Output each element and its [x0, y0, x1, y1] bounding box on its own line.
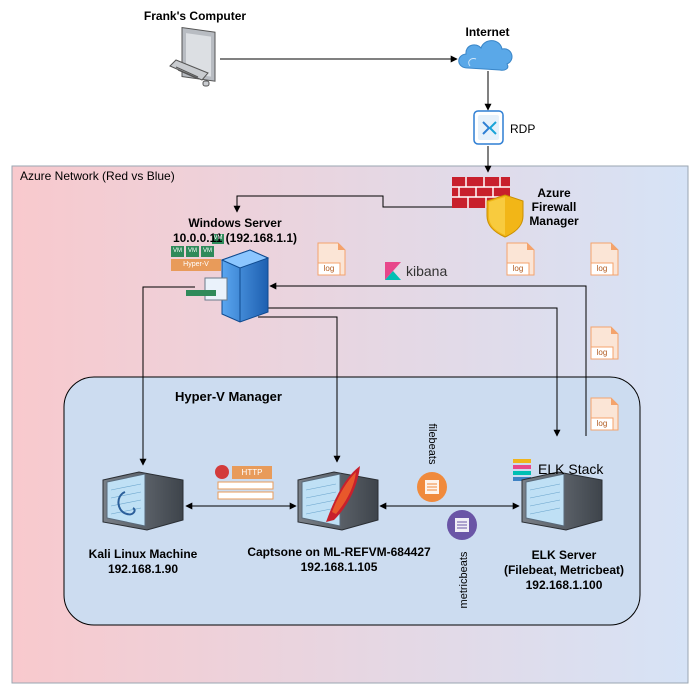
rdp-icon [473, 110, 504, 145]
elk-server-name: ELK Server [531, 548, 597, 562]
elk-server-ip: 192.168.1.100 [525, 578, 603, 592]
log-icon [590, 397, 619, 431]
vm-icon-kali [102, 471, 184, 531]
hyperv-vm-label: VM [188, 248, 197, 254]
vm-icon-elk [521, 471, 603, 531]
hyperv-manager-label: Hyper-V Manager [175, 389, 282, 404]
log-icon [506, 242, 535, 276]
hyperv-vm-label: VM [173, 248, 182, 254]
log-icon [317, 242, 346, 276]
edge-windows-server-to-capstone [258, 316, 341, 463]
rdp-label: RDP [510, 122, 536, 136]
elk-server-detail: (Filebeat, Metricbeat) [503, 563, 625, 577]
metricbeat-icon [447, 510, 477, 540]
internet-label: Internet [465, 25, 510, 39]
log-icon [590, 242, 619, 276]
elk-stack-label: ELK Stack [538, 461, 604, 477]
filebeat-icon [417, 472, 447, 502]
hyperv-vm-label: VM [203, 248, 212, 254]
edge-firewall-to-windows-server [233, 195, 452, 213]
shield-icon [486, 194, 524, 238]
metricbeats-label: metricbeats [458, 551, 470, 609]
windows-server-ip: 10.0.0.11 (192.168.1.1) [172, 231, 298, 245]
windows-server-name: Windows Server [188, 216, 282, 230]
kali-ip: 192.168.1.90 [107, 562, 179, 576]
cloud-icon [458, 40, 513, 71]
firewall-label-line1: Azure [537, 186, 571, 200]
filebeats-label: filebeats [426, 423, 438, 465]
http-icon [215, 465, 274, 500]
log-label: log [323, 264, 335, 273]
kibana-icon [385, 262, 401, 280]
apache-feather-icon [326, 466, 360, 522]
log-label: log [596, 419, 608, 428]
log-label: log [512, 264, 524, 273]
elk-stack-icon [513, 459, 531, 481]
log-label: log [596, 264, 608, 273]
edge-windows-server-to-kali [139, 286, 195, 466]
server-icon [186, 249, 270, 323]
log-label: log [596, 348, 608, 357]
http-label: HTTP [241, 468, 263, 477]
connectors [139, 55, 587, 510]
hyperv-vm-label: VM [213, 235, 223, 241]
firewall-label-line2: Firewall [531, 200, 577, 214]
edge-windows-server-to-elk [268, 307, 561, 437]
edge-elk-to-windows-server [269, 282, 587, 436]
computer-label: Frank's Computer [143, 9, 247, 23]
kibana-label: kibana [406, 263, 448, 279]
kali-name: Kali Linux Machine [88, 547, 198, 561]
firewall-label-line3: Manager [529, 214, 579, 228]
azure-network-label: Azure Network (Red vs Blue) [20, 169, 175, 183]
hyperv-badge [171, 234, 224, 271]
hyperv-badge-title: Hyper-V [183, 261, 209, 268]
computer-icon [169, 27, 216, 87]
capstone-name: Captsone on ML-REFVM-684427 [247, 545, 431, 559]
log-icon [590, 326, 619, 360]
capstone-ip: 192.168.1.105 [300, 560, 378, 574]
